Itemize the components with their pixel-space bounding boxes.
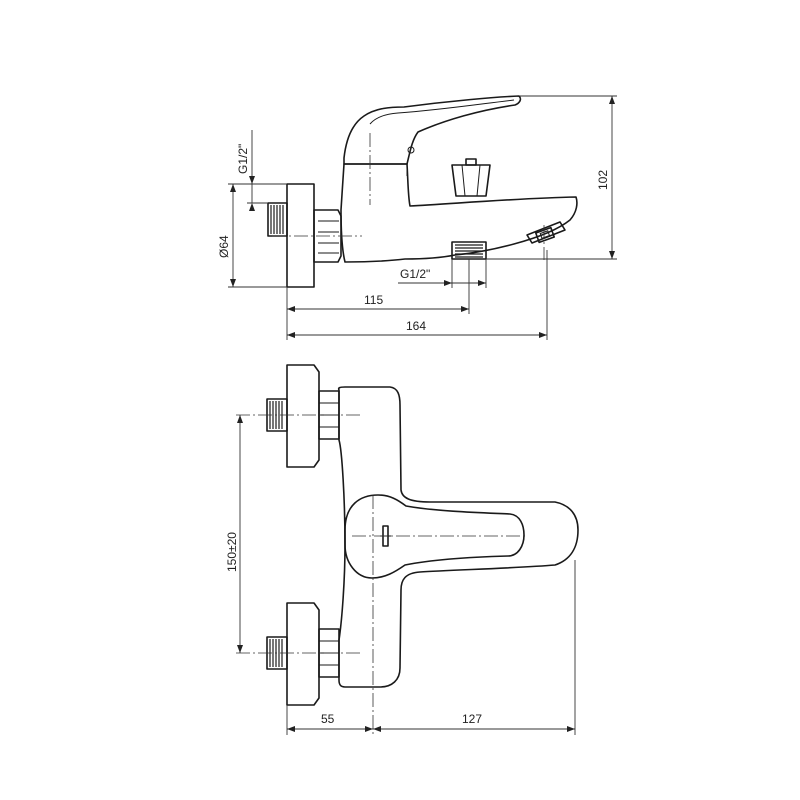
top-view: 150±20 55 127	[225, 364, 579, 735]
dim-right-depth: 127	[462, 712, 482, 726]
eccentric-nut	[313, 209, 342, 263]
mixer-body	[340, 163, 578, 263]
lever-top	[344, 494, 525, 579]
aerator	[526, 221, 566, 244]
side-view: G1/2" Ø64 102 G1/2" 115 164	[217, 95, 617, 340]
dim-length-outlet: 115	[364, 293, 383, 307]
lever-handle	[343, 95, 522, 165]
wall-rosette	[286, 183, 315, 288]
mixer-body-top	[337, 386, 579, 688]
dim-spacing: 150±20	[225, 532, 239, 572]
inlet-thread	[267, 202, 288, 237]
lower-rosette	[286, 602, 320, 706]
shower-outlet	[451, 241, 487, 260]
dim-height: 102	[596, 170, 610, 190]
dim-length-total: 164	[406, 319, 426, 333]
diverter-knob	[451, 158, 491, 197]
dim-thread-bottom: G1/2"	[400, 267, 430, 281]
dim-left-depth: 55	[321, 712, 335, 726]
upper-rosette	[286, 364, 320, 468]
dim-thread-top: G1/2"	[236, 144, 250, 174]
dim-diameter: Ø64	[217, 235, 231, 258]
